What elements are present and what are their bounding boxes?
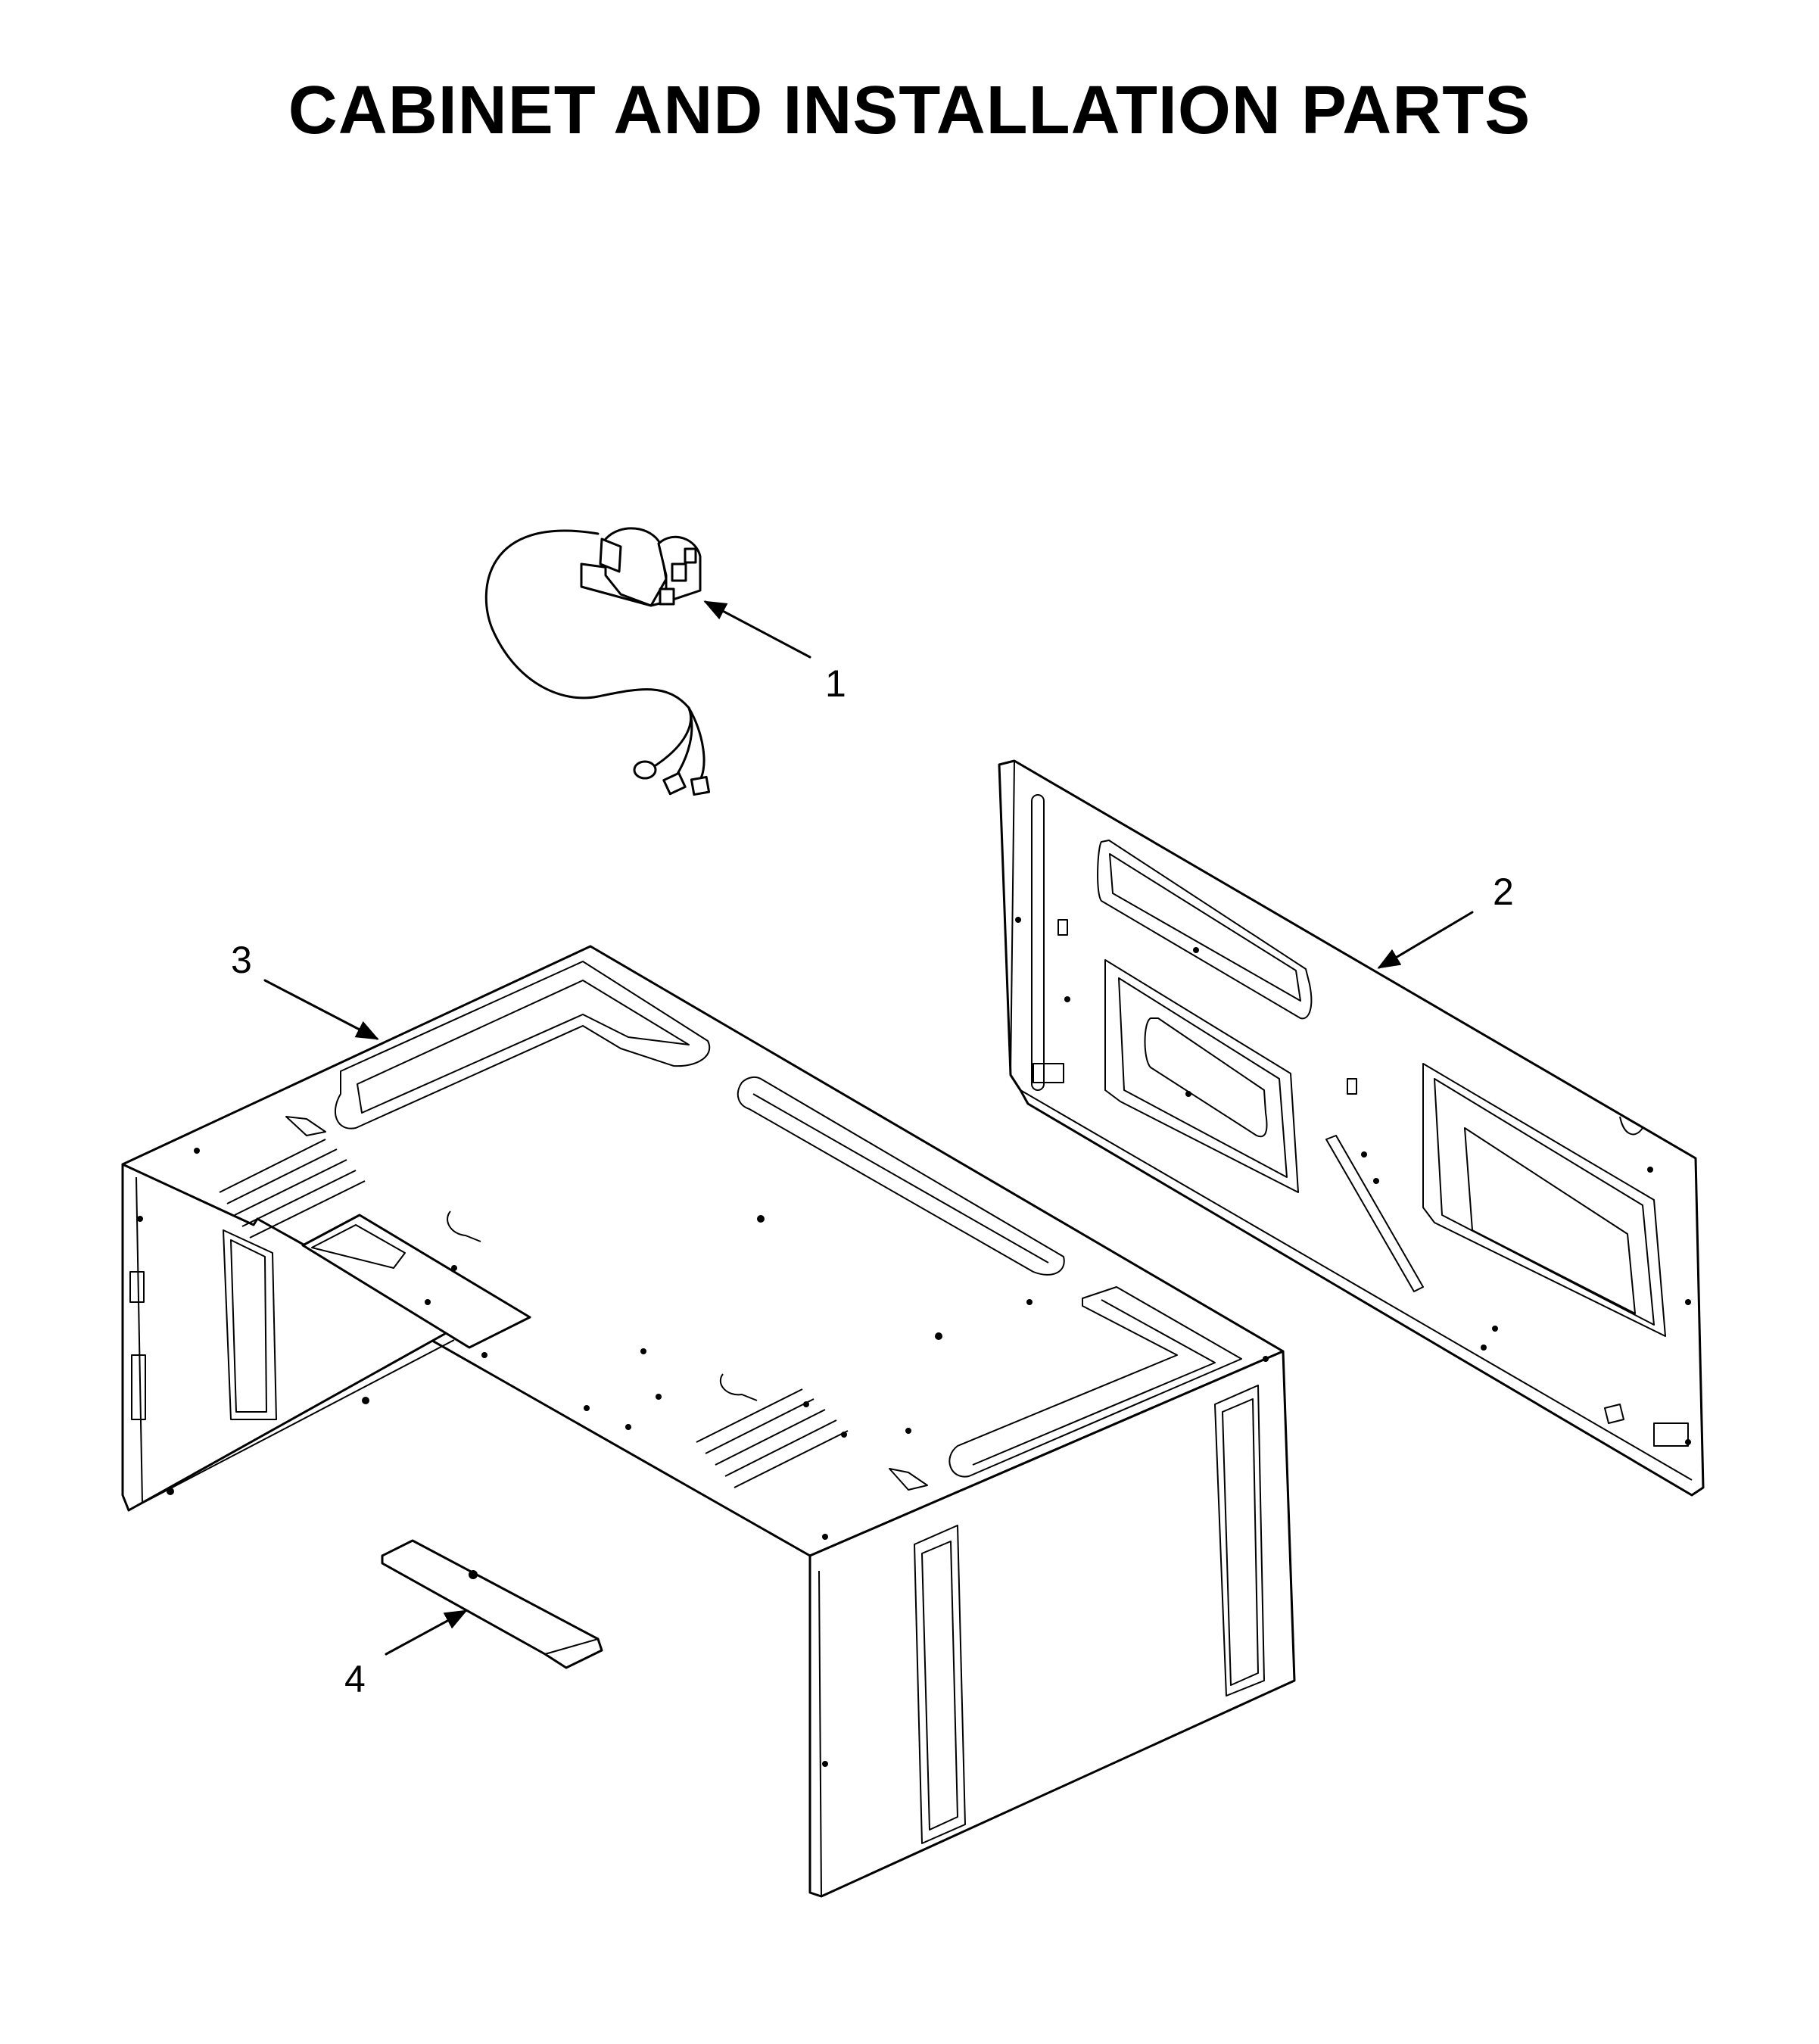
callout-2-leader [1377,911,1474,969]
mounting-plate-icon[interactable] [998,759,1705,1497]
callout-2-label: 2 [1493,871,1514,913]
callout-3-leader [263,979,379,1040]
power-cord-icon[interactable] [484,527,711,796]
callout-4-label: 4 [344,1658,366,1700]
cabinet-wrapper-icon[interactable] [121,945,1296,1898]
callout-4-leader [385,1609,468,1656]
page-title: CABINET AND INSTALLATION PARTS [288,73,1531,148]
callout-1-leader [703,600,811,659]
cover-plate-icon[interactable] [381,1539,603,1669]
callout-1-label: 1 [825,662,846,705]
callout-3-label: 3 [231,939,252,981]
